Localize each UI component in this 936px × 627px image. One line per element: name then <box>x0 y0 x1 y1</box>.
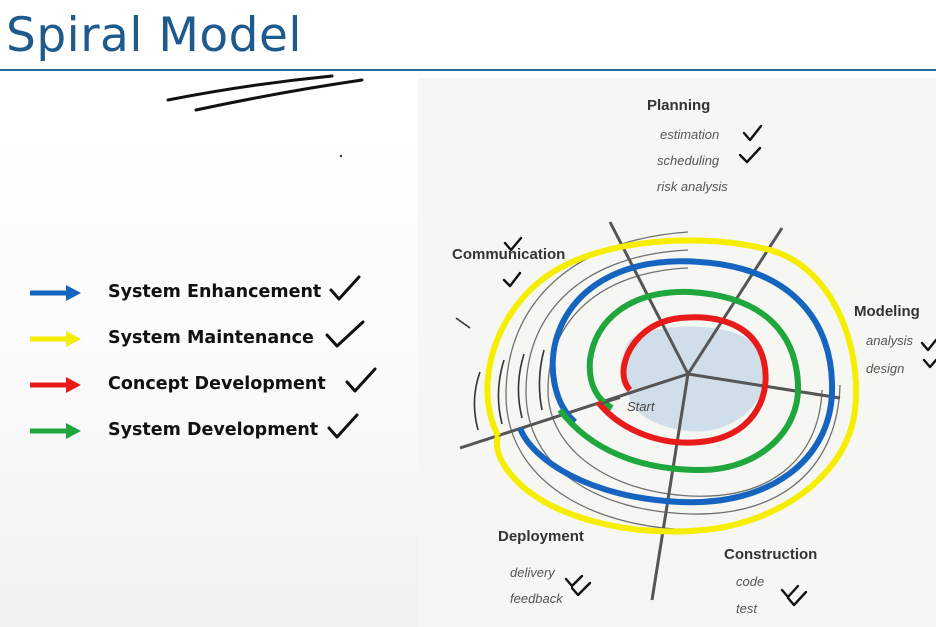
checkmark-icon <box>503 236 523 252</box>
checkmark-icon <box>738 146 762 164</box>
start-label: Start <box>627 399 655 414</box>
arrow-right-icon <box>30 331 81 347</box>
checkmark-icon <box>502 271 522 288</box>
construction-item: test <box>736 601 757 616</box>
planning-item: risk analysis <box>657 179 728 194</box>
page-title: Spiral Model <box>6 8 302 63</box>
checkmark-icon <box>345 367 377 393</box>
checkmark-icon <box>329 275 361 301</box>
checkmark-icon <box>564 574 592 597</box>
modeling-title: Modeling <box>854 303 920 320</box>
legend-label: System Enhancement <box>108 282 322 302</box>
legend-label: System Maintenance <box>108 328 314 348</box>
planning-item: estimation <box>660 127 720 142</box>
arrow-right-icon <box>30 285 81 301</box>
start-arrow <box>599 397 621 405</box>
communication-title: Communication <box>452 246 566 263</box>
entry-arcs <box>455 317 545 431</box>
checkmark-icon <box>780 584 808 607</box>
construction-item: code <box>736 574 765 589</box>
legend-label: System Development <box>108 420 319 440</box>
planning-item: scheduling <box>657 153 720 168</box>
arrow-right-icon <box>30 377 81 393</box>
modeling-item: design <box>866 361 905 376</box>
inner-core-region <box>622 326 767 432</box>
arrow-right-icon <box>30 423 81 439</box>
deployment-item: feedback <box>510 591 563 606</box>
red-spiral-concept <box>595 314 769 446</box>
checkmark-icon <box>920 338 936 352</box>
legend-label: Concept Development <box>108 374 326 394</box>
green-spiral-development <box>557 288 802 473</box>
yellow-spiral-maintenance <box>484 237 859 535</box>
modeling-item: analysis <box>866 333 913 348</box>
checkmark-icon <box>922 358 936 369</box>
deployment-item: delivery <box>510 565 555 580</box>
planning-title: Planning <box>647 97 711 114</box>
deployment-title: Deployment <box>498 528 584 545</box>
title-underline <box>0 69 936 71</box>
checkmark-icon <box>742 124 763 142</box>
checkmark-icon <box>325 320 365 348</box>
blue-spiral-enhancement <box>517 258 836 506</box>
checkmark-icon <box>327 413 359 439</box>
construction-title: Construction <box>724 546 818 563</box>
